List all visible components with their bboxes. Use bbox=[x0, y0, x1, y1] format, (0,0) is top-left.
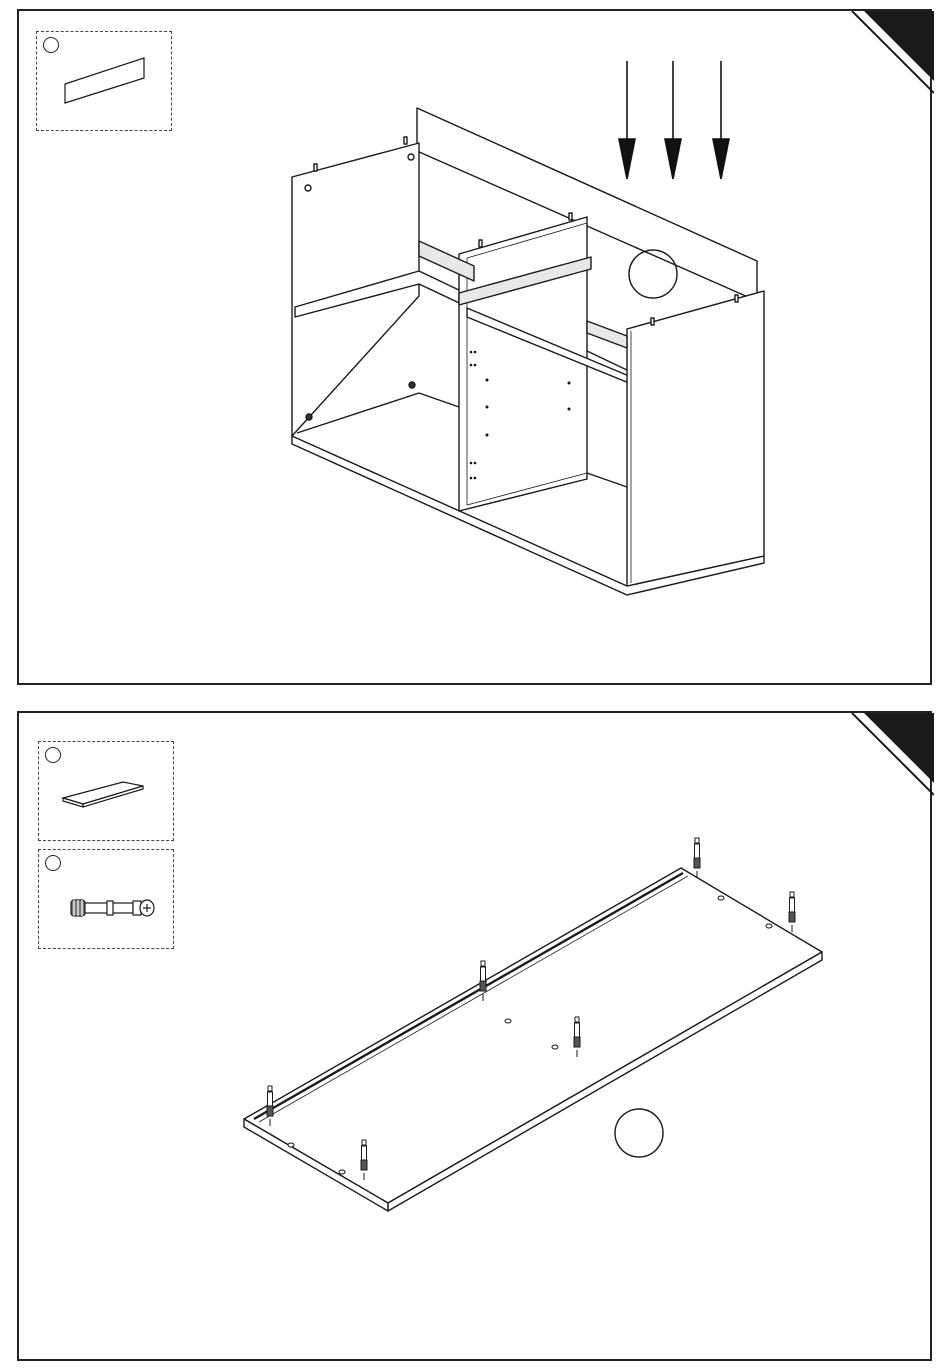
step-panel-1 bbox=[17, 9, 932, 685]
parts-box-step-1 bbox=[36, 31, 172, 131]
cam-bolt bbox=[789, 892, 795, 932]
flat-panel-icon bbox=[37, 32, 173, 132]
board-panel bbox=[244, 868, 822, 1211]
step-1-corner-flag bbox=[852, 11, 934, 93]
parts-box-step-2-cam-bolt bbox=[38, 849, 174, 949]
step-panel-2 bbox=[17, 711, 932, 1361]
cam-bolt-icon bbox=[39, 850, 175, 950]
insert-direction-arrows bbox=[619, 61, 729, 179]
flat-board-icon bbox=[39, 742, 175, 842]
parts-box-step-2-board bbox=[38, 741, 174, 841]
cam-bolt bbox=[694, 838, 700, 878]
step-2-callout-circle bbox=[615, 1109, 663, 1157]
step-2-corner-flag bbox=[852, 713, 934, 795]
step-1-callout-circle bbox=[629, 250, 677, 298]
cabinet-carcass bbox=[292, 108, 764, 595]
